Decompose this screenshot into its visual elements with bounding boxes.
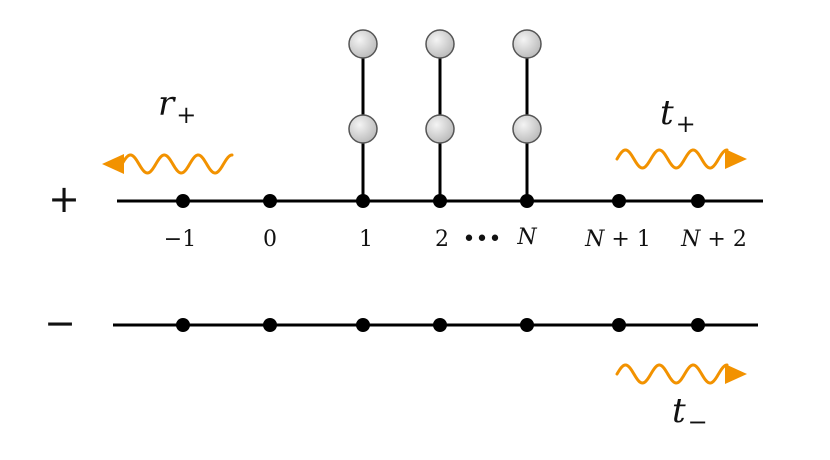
side-sphere <box>425 114 455 144</box>
transmitted-minus-wave-line <box>615 363 729 385</box>
site-label-N: N <box>516 225 537 250</box>
coupled-column-1 <box>348 29 378 201</box>
transmitted-plus-wave-arrowhead <box>725 149 747 169</box>
plus-site-dot <box>691 194 705 208</box>
minus-site-dot <box>263 318 277 332</box>
transmitted-plus-amplitude-label: t+ <box>660 93 696 138</box>
minus-site-dot <box>691 318 705 332</box>
site-label: −1 <box>164 227 196 252</box>
side-sphere <box>348 114 378 144</box>
transmitted-minus-wave-arrowhead <box>725 364 747 384</box>
reflected-amplitude-label: r+ <box>158 84 196 129</box>
minus-sign: − <box>44 301 76 345</box>
coupled-columns <box>348 29 542 201</box>
site-label: 0 <box>263 227 277 252</box>
side-sphere <box>348 29 378 59</box>
ellipsis: ••• <box>463 227 502 252</box>
transmitted-minus-wave: t− <box>615 363 747 436</box>
plus-sign: + <box>48 177 80 221</box>
transmitted-plus-wave: t+ <box>615 93 747 170</box>
reflected-wave-arrowhead <box>102 154 124 174</box>
coupled-column-3 <box>512 29 542 201</box>
reflected-wave: r+ <box>102 84 234 175</box>
minus-site-dot <box>356 318 370 332</box>
minus-site-dot <box>433 318 447 332</box>
minus-site-dot <box>520 318 534 332</box>
plus-site-dot <box>612 194 626 208</box>
plus-site-dot <box>176 194 190 208</box>
plus-chain: + −1 0 1 2 N + 1 N + 2 ••• N <box>48 177 763 252</box>
transmitted-plus-wave-line <box>615 148 729 170</box>
site-label: N + 2 <box>680 227 747 252</box>
minus-chain: − <box>44 301 758 345</box>
minus-site-dot <box>612 318 626 332</box>
plus-chain-site-labels: −1 0 1 2 N + 1 N + 2 <box>164 227 747 252</box>
side-sphere <box>512 29 542 59</box>
side-sphere <box>512 114 542 144</box>
site-label: 1 <box>359 227 373 252</box>
reflected-wave-line <box>120 153 234 175</box>
site-label: N + 1 <box>584 227 651 252</box>
minus-chain-sites <box>176 318 705 332</box>
plus-site-dot <box>263 194 277 208</box>
coupled-column-2 <box>425 29 455 201</box>
minus-site-dot <box>176 318 190 332</box>
side-sphere <box>425 29 455 59</box>
site-label: 2 <box>435 227 449 252</box>
transmitted-minus-amplitude-label: t− <box>672 391 708 436</box>
